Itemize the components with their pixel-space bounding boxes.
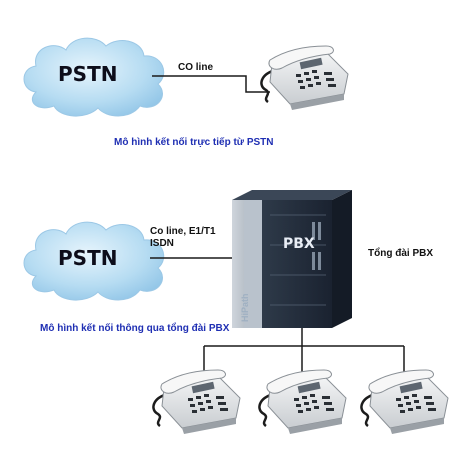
pbx-side-label: Tổng đài PBX [368, 248, 433, 259]
pstn-label-bottom: PSTN [58, 246, 118, 270]
desk-phone-icon-ext-1 [152, 368, 242, 436]
extension-line-tree [203, 328, 405, 374]
desk-phone-icon-top [260, 44, 350, 112]
co-line-connector [152, 75, 270, 93]
co-line-label: CO line [178, 62, 214, 73]
trunk-line-label-1: Co line, E1/T1 [150, 226, 216, 237]
caption-pbx-connection: Mô hình kết nối thông qua tổng đài PBX [40, 323, 230, 334]
caption-direct-connection: Mô hình kết nối trực tiếp từ PSTN [114, 137, 274, 148]
desk-phone-icon-ext-2 [258, 368, 348, 436]
trunk-line-label-2: ISDN [150, 238, 174, 249]
pbx-brand-label: HiPath [240, 293, 250, 322]
pstn-label-top: PSTN [58, 62, 118, 86]
pbx-cabinet-icon [232, 190, 352, 328]
pbx-cabinet-label: PBX [283, 236, 315, 252]
desk-phone-icon-ext-3 [360, 368, 450, 436]
